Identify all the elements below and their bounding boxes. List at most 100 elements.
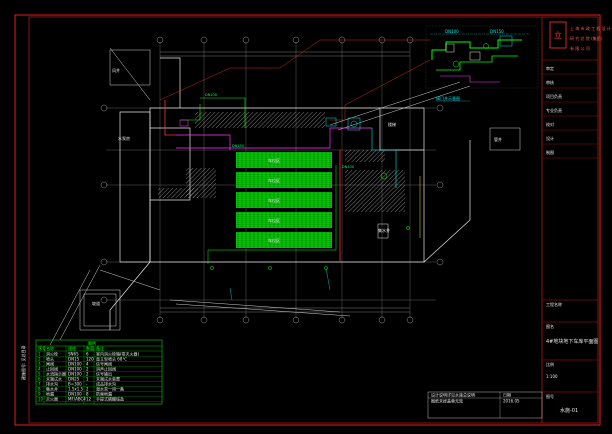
svg-text:DN100: DN100 xyxy=(342,165,354,169)
legend-cell: 成品排水沟 xyxy=(96,381,116,387)
drawing-frame xyxy=(14,14,601,426)
margin-rotated-text: 建施图号: 见总目录 xyxy=(20,345,26,380)
bottom-cell: 日期 xyxy=(503,392,511,398)
sprinkler-zones xyxy=(236,152,332,248)
legend-cell: 灭火器 xyxy=(46,397,58,402)
legend-cell: 地漏 xyxy=(46,391,54,397)
legend-cell: DN25 xyxy=(68,377,80,382)
legend-cell: 12 xyxy=(86,397,92,402)
bottom-cell: 2016.05 xyxy=(503,399,520,404)
legend-cell: 1 xyxy=(86,377,89,382)
legend-cell: - xyxy=(86,382,88,387)
svg-text:DN100: DN100 xyxy=(205,93,217,97)
scale-label: 比例 xyxy=(546,361,554,367)
legend-header-cell: 序号 xyxy=(38,345,46,351)
sprinkler-zone-3 xyxy=(236,192,332,208)
legend-cell: 8 xyxy=(86,392,89,397)
company-line: 研 究 总 院 (集团) xyxy=(570,35,603,41)
legend-cell: DN100 xyxy=(68,392,82,397)
equipment-symbols xyxy=(179,117,410,270)
legend-cell: 2 xyxy=(86,367,89,372)
title-block-row-label: 制图 xyxy=(546,149,554,155)
legend-cell: MF/ABC4 xyxy=(68,397,86,402)
legend-cell: 室内消火栓箱(带灭火器) xyxy=(96,351,140,357)
scale-value: 1:100 xyxy=(546,374,558,379)
legend-header-row: 序号名称规格数量备注 xyxy=(38,345,104,351)
svg-text:水泵房: 水泵房 xyxy=(118,135,130,141)
company-line: 上 海 市 政 工 程 设 计 xyxy=(570,25,611,31)
legend-cell: 排水沟 xyxy=(46,381,58,387)
sprinkler-zone-5 xyxy=(236,232,332,248)
ramp-lines xyxy=(49,47,521,346)
company-line: 有 限 公 司 xyxy=(570,45,590,51)
legend-cell: 1 xyxy=(38,352,41,357)
legend-cell: 6 xyxy=(86,352,89,357)
legend-cell: 末端试水装置 xyxy=(96,376,120,382)
drawing-name: 4#地块地下车库平面图 xyxy=(546,338,598,345)
legend-cell: 集水井 xyxy=(46,386,58,392)
legend-cell: 2 xyxy=(86,372,89,377)
room-label: 车位区 xyxy=(268,217,280,223)
legend-cell: 闸阀 xyxy=(46,361,54,367)
legend-header-cell: 数量 xyxy=(86,345,94,351)
pipe-annotations: DN100 DN150 DN100 水泵房 风井 管井 xyxy=(112,67,502,169)
legend-cell: 消声止回阀 xyxy=(96,366,116,372)
legend-cell: 潜水泵一用一备 xyxy=(96,386,124,392)
legend-cell: DN100 xyxy=(68,372,82,377)
room-label: 车位区 xyxy=(268,237,280,243)
legend-cell: 手提式磷酸铵盐 xyxy=(96,396,124,402)
legend-cell: 水流指示器 xyxy=(46,371,66,377)
legend-cell: 消火栓 xyxy=(46,351,58,357)
legend-cell: 4 xyxy=(38,367,41,372)
legend-cell: 1.5x1.5 xyxy=(68,387,84,392)
legend-cell: 120 xyxy=(86,357,94,362)
svg-text:立: 立 xyxy=(554,30,562,40)
legend-cell: 信号闸阀 xyxy=(96,361,112,367)
room-label: 车位区 xyxy=(268,197,280,203)
legend-cell: 3 xyxy=(38,362,41,367)
legend-cell: 6 xyxy=(38,377,41,382)
legend-header-cell: 规格 xyxy=(68,345,76,351)
bottom-info-block: 设计说明详见水施总说明 图纸未经盖章无效 日期 2016.05 xyxy=(427,392,543,419)
legend-cell: 喷头 xyxy=(46,356,54,362)
title-block-row-label: 项目负责 xyxy=(546,93,562,99)
project-label: 工程名称 xyxy=(546,301,562,307)
title-block-row-label: 设计 xyxy=(546,135,554,141)
room-labels: 车位区 车位区 车位区 车位区 车位区 坡道 楼梯 集水井 xyxy=(92,121,396,306)
pipes xyxy=(159,39,431,301)
room-label: 车位区 xyxy=(268,157,280,163)
legend-cell: 信号输出 xyxy=(96,371,112,377)
svg-text:DN100: DN100 xyxy=(445,29,459,34)
room-label: 车位区 xyxy=(268,177,280,183)
seal-stamp xyxy=(549,21,567,49)
legend-header-cell: 备注 xyxy=(96,345,104,351)
detail-caption: 阀门井示意图 xyxy=(436,95,460,101)
legend-cell: 止回阀 xyxy=(46,366,58,372)
legend-cell: 4 xyxy=(86,362,89,367)
title-block-row-label: 专业负责 xyxy=(546,107,562,113)
legend-cell: 9 xyxy=(38,392,41,397)
legend-cell: 防臭地漏 xyxy=(96,391,112,397)
drawing-no: 水施-01 xyxy=(560,407,578,414)
title-block: 立 上 海 市 政 工 程 设 计 研 究 总 院 (集团) 有 限 公 司 审… xyxy=(542,21,611,414)
svg-text:DN150: DN150 xyxy=(490,29,504,34)
legend-cell: 2 xyxy=(86,387,89,392)
svg-text:风井: 风井 xyxy=(112,67,120,73)
room-label: 坡道 xyxy=(92,300,100,306)
title-block-row-label: 审核 xyxy=(546,79,554,85)
legend-cell: DN100 xyxy=(68,367,82,372)
sprinkler-zone-1 xyxy=(236,152,332,168)
legend-cell: 7 xyxy=(38,382,41,387)
legend-cell: 5 xyxy=(38,372,41,377)
legend-cell: 10 xyxy=(38,397,44,402)
svg-text:管井: 管井 xyxy=(494,136,502,142)
title-block-row-label: 校对 xyxy=(546,121,554,127)
room-label: 集水井 xyxy=(378,227,390,233)
bottom-cell: 图纸未经盖章无效 xyxy=(431,398,463,404)
hatched-walls xyxy=(158,112,405,212)
legend-cell: 末端试水 xyxy=(46,376,62,382)
valve-pit-detail: DN100 DN150 阀门井示意图 xyxy=(425,25,539,102)
legend-cell: SN65 xyxy=(68,352,79,357)
